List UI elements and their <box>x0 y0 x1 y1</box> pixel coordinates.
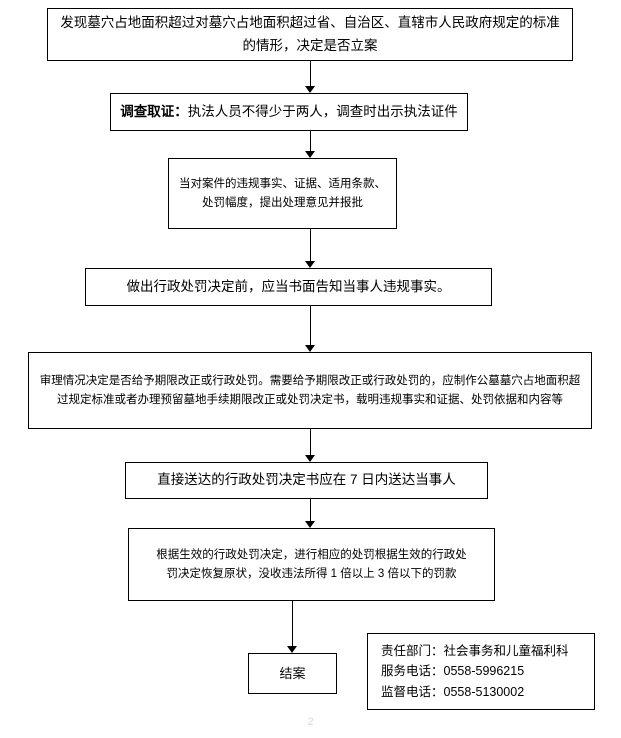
flow-node-text: 审理情况决定是否给予期限改正或行政处罚。需要给予期限改正或行政处罚的，应制作公墓… <box>39 374 581 406</box>
connector-line-1-2 <box>310 61 311 86</box>
contact-supervision-phone-value: 0558-5130002 <box>443 684 525 699</box>
flow-node-trial-decision-and-document: 审理情况决定是否给予期限改正或行政处罚。需要给予期限改正或行政处罚的，应制作公墓… <box>28 352 592 429</box>
connector-line-6-7 <box>310 499 311 521</box>
page-number: 2 <box>307 716 314 728</box>
connector-arrow-1-2 <box>305 86 315 93</box>
connector-line-2-3 <box>310 131 311 151</box>
contact-supervision-phone-label: 监督电话： <box>381 684 444 699</box>
connector-arrow-4-5 <box>305 345 315 352</box>
flow-node-case-closed: 结案 <box>248 653 337 694</box>
connector-arrow-3-4 <box>305 261 315 268</box>
connector-line-7-8 <box>292 601 293 646</box>
flow-node-written-notice-before-penalty: 做出行政处罚决定前，应当书面告知当事人违规事实。 <box>85 268 492 306</box>
contact-department-value: 社会事务和儿童福利科 <box>443 644 569 658</box>
flow-node-text: 直接送达的行政处罚决定书应在 7 日内送达当事人 <box>157 472 456 488</box>
flow-node-execute-penalty-decision: 根据生效的行政处罚决定，进行相应的处罚根据生效的行政处 罚决定恢复原状，没收违法… <box>128 528 495 601</box>
flow-node-investigation-evidence: 调查取证：执法人员不得少于两人，调查时出示执法证件 <box>110 93 468 131</box>
connector-arrow-2-3 <box>305 151 315 158</box>
connector-line-3-4 <box>310 229 311 261</box>
connector-line-5-6 <box>310 429 311 455</box>
connector-arrow-5-6 <box>305 455 315 462</box>
flow-node-direct-service-within-7-days: 直接送达的行政处罚决定书应在 7 日内送达当事人 <box>125 462 488 499</box>
flow-node-text: 做出行政处罚决定前，应当书面告知当事人违规事实。 <box>126 278 451 294</box>
flow-node-review-and-submit-opinion: 当对案件的违规事实、证据、适用条款、 处罚幅度，提出处理意见并报批 <box>168 158 397 229</box>
flow-node-text: 当对案件的违规事实、证据、适用条款、 处罚幅度，提出处理意见并报批 <box>179 177 386 209</box>
contact-service-phone-value: 0558-5996215 <box>443 664 525 679</box>
flow-node-body-text: 执法人员不得少于两人，调查时出示执法证件 <box>187 103 458 119</box>
contact-department-label: 责任部门： <box>381 644 444 658</box>
contact-supervision-phone-row: 监督电话：0558-5130002 <box>381 682 594 702</box>
flow-node-text: 调查取证：执法人员不得少于两人，调查时出示执法证件 <box>111 101 467 123</box>
contact-service-phone-label: 服务电话： <box>381 664 444 679</box>
connector-arrow-7-8 <box>287 646 297 653</box>
flow-node-text: 根据生效的行政处罚决定，进行相应的处罚根据生效的行政处 罚决定恢复原状，没收违法… <box>156 548 467 580</box>
contact-department-row: 责任部门：社会事务和儿童福利科 <box>381 641 594 661</box>
flow-node-text: 发现墓穴占地面积超过对墓穴占地面积超过省、自治区、直辖市人民政府规定的标准的情形… <box>60 15 560 53</box>
contact-info-panel: 责任部门：社会事务和儿童福利科 服务电话：0558-5996215 监督电话：0… <box>367 633 595 710</box>
contact-service-phone-row: 服务电话：0558-5996215 <box>381 661 594 681</box>
flow-node-case-filing-decision: 发现墓穴占地面积超过对墓穴占地面积超过省、自治区、直辖市人民政府规定的标准的情形… <box>47 8 573 61</box>
flow-node-lead-label: 调查取证： <box>120 103 188 119</box>
connector-arrow-6-7 <box>305 521 315 528</box>
flow-node-text: 结案 <box>279 665 306 681</box>
connector-line-4-5 <box>310 306 311 345</box>
